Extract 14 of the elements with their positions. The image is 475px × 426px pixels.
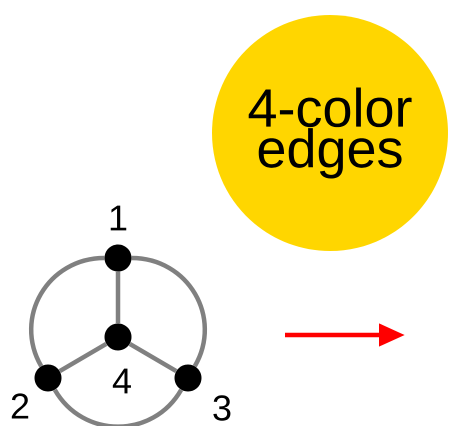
vertex-dot (174, 364, 202, 392)
graph-edge (132, 256, 207, 368)
vertex-label: 2 (12, 393, 28, 419)
graph-edge (53, 388, 183, 426)
graph-edge (128, 342, 178, 373)
vertex-label: 1 (110, 206, 126, 230)
vertex-label: 3 (213, 395, 230, 421)
graph-edge (29, 256, 104, 368)
vertex-dot (104, 324, 132, 350)
vertex-dot (104, 244, 132, 272)
graph-edge (116, 272, 120, 324)
graph-edge (58, 342, 108, 373)
vertex-label: 4 (112, 368, 131, 394)
vertex-dot (34, 364, 62, 392)
